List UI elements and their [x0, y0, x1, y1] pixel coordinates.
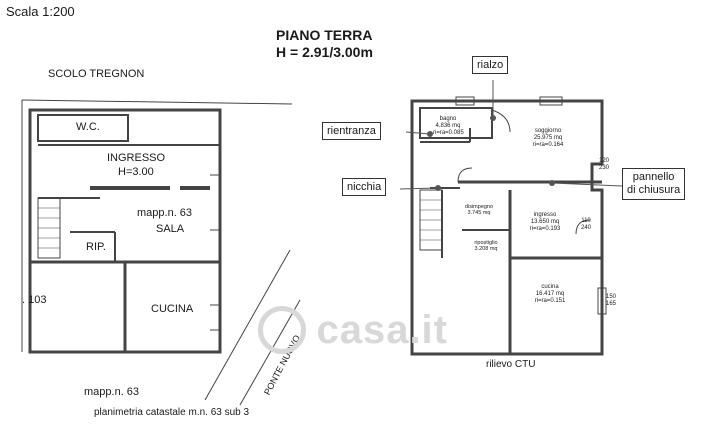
room-soggiorno-name: soggiorno — [534, 128, 562, 134]
floor-title: PIANO TERRA H = 2.91/3.00m — [276, 27, 373, 61]
cadastral-plan — [21, 99, 301, 406]
room-bagno-name: bagno — [439, 116, 457, 122]
road-edge — [204, 249, 291, 401]
leader-rientranza — [405, 131, 431, 135]
dimension-110: 110 — [581, 218, 591, 224]
bagno-walls — [419, 107, 493, 139]
room-ripostiglio-area: 3.208 mq — [474, 246, 498, 252]
room-ripostiglio: ripostiglio 3.208 mq — [470, 240, 502, 252]
caption-cadastral: planimetria catastale m.n. 63 sub 3 — [94, 407, 250, 418]
room-ingresso-name: ingresso — [533, 212, 557, 218]
window-soggiorno — [539, 96, 563, 106]
callout-pannello-line1: pannello — [632, 171, 675, 183]
dimension-240: 240 — [580, 225, 591, 231]
bagno-door-swing — [491, 109, 511, 133]
room-soggiorno-ratio: ri=ra=0.164 — [532, 142, 564, 148]
floor-title-line1: PIANO TERRA — [276, 27, 373, 43]
room-ingresso-ratio: ri=ra=0.193 — [529, 226, 561, 232]
callout-markers — [427, 115, 555, 191]
label-wc: W.C. — [76, 121, 100, 133]
door-swing-entry — [575, 219, 591, 235]
room-soggiorno-area: 25.975 mq — [533, 135, 563, 141]
callout-pannello-line2: di chiusura — [627, 184, 681, 196]
label-mapp-inner: mapp.n. 63 — [137, 207, 193, 219]
room-cucina-area: 16.417 mq — [535, 291, 565, 297]
marker-rientranza — [427, 131, 433, 137]
window-cucina — [597, 287, 607, 315]
label-cucina: CUCINA — [151, 303, 194, 315]
marker-pannello — [549, 180, 555, 186]
room-ingresso-area: 13.650 mq — [530, 219, 560, 225]
watermark-logo-icon — [258, 306, 306, 354]
room-ripostiglio-name: ripostiglio — [474, 240, 498, 246]
window-bagno — [455, 96, 475, 106]
room-bagno-ratio: ri=ra=0.085 — [433, 130, 464, 136]
caption-survey: rilievo CTU — [486, 359, 536, 370]
scale-label: Scala 1:200 — [6, 4, 75, 19]
dimension-110-240: 110 240 — [578, 218, 594, 232]
room-cucina-name: cucina — [541, 284, 559, 290]
survey-outer-walls — [410, 99, 604, 356]
label-mapp-bottom: mapp.n. 63 — [84, 386, 140, 398]
callout-leaders — [399, 80, 623, 190]
room-ingresso: ingresso 13.650 mq ri=ra=0.193 — [523, 212, 567, 233]
callout-rientranza: rientranza — [322, 122, 381, 140]
callout-pannello: pannello di chiusura — [622, 168, 686, 200]
marker-nicchia — [435, 185, 441, 191]
wc-walls — [37, 114, 129, 142]
door-swing — [457, 167, 473, 183]
label-scolo: SCOLO TREGNON — [48, 68, 145, 80]
room-disimpegno-area: 3.745 mq — [467, 210, 491, 216]
survey-plan — [410, 96, 607, 356]
room-soggiorno: soggiorno 25.975 mq ri=ra=0.164 — [525, 128, 571, 149]
room-cucina: cucina 16.417 mq ri=ra=0.151 — [528, 284, 572, 305]
label-ingresso: INGRESSO — [107, 152, 166, 164]
dimension-120: 120 — [598, 158, 609, 164]
room-cucina-ratio: ri=ra=0.151 — [534, 298, 566, 304]
room-bagno-area: 4.836 mq — [435, 123, 461, 129]
floor-title-line2: H = 2.91/3.00m — [276, 44, 373, 60]
callout-nicchia: nicchia — [342, 178, 387, 196]
dimension-165: 165 — [605, 301, 616, 307]
label-height: H=3.00 — [118, 166, 154, 178]
room-bagno: bagno 4.836 mq ri=ra=0.085 — [433, 116, 464, 137]
dimension-120-230: 120 230 — [596, 158, 612, 172]
leader-nicchia — [399, 187, 439, 190]
label-sala: SALA — [156, 223, 185, 235]
dimension-150-165: 150 165 — [603, 294, 619, 308]
marker-rialzo — [490, 115, 496, 121]
room-disimpegno: disimpegno 3.745 mq — [462, 204, 496, 216]
leader-pannello — [551, 182, 623, 187]
boundary-line-top — [21, 99, 293, 105]
room-disimpegno-name: disimpegno — [464, 204, 494, 210]
label-rip: RIP. — [86, 241, 106, 253]
watermark-text: casa.it — [316, 307, 448, 352]
watermark: casa.it — [258, 306, 448, 354]
dimension-150: 150 — [605, 294, 616, 300]
label-parcel-103: . 103 — [22, 294, 47, 306]
dimension-230: 230 — [598, 165, 609, 171]
callout-rialzo: rialzo — [472, 56, 509, 74]
